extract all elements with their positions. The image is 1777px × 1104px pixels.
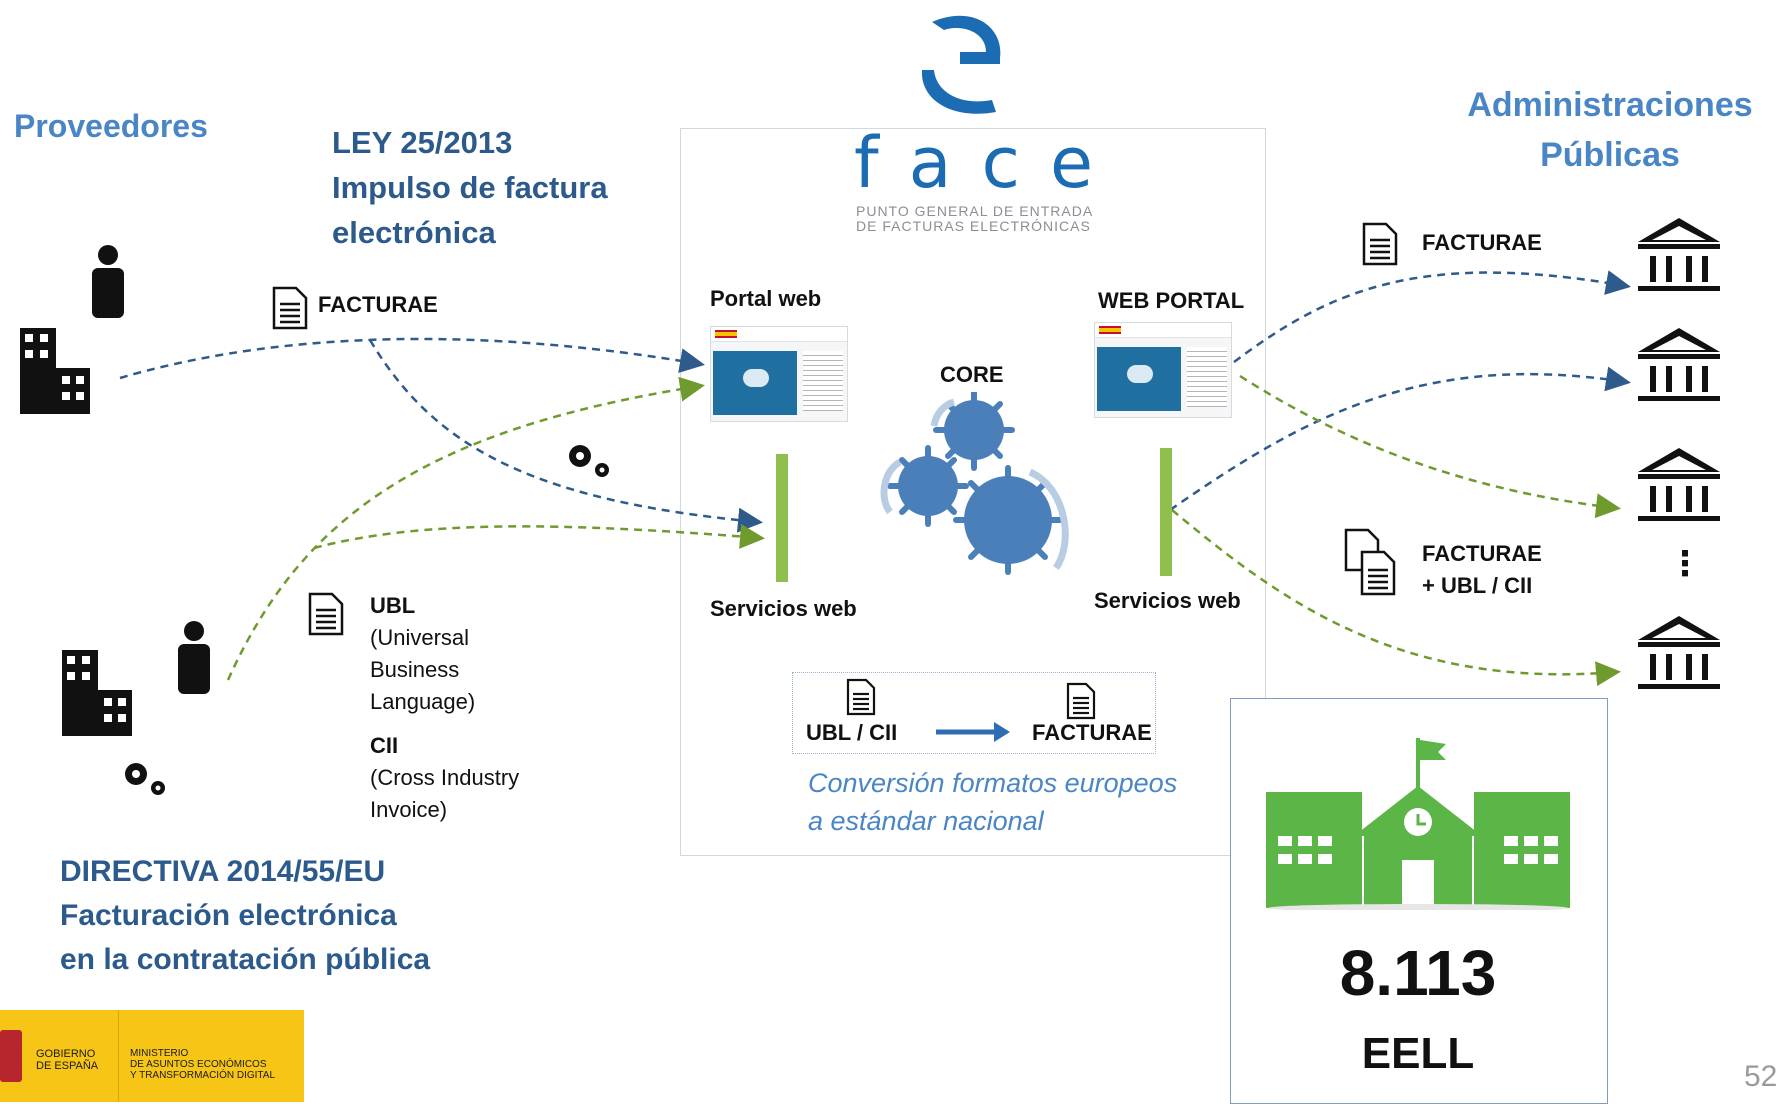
- crest-icon: [0, 1030, 22, 1082]
- ws-bar-right: [1160, 448, 1172, 576]
- conv-caption-line2: a estándar nacional: [808, 806, 1044, 836]
- facturae-left-label: FACTURAE: [318, 292, 438, 317]
- min-line3: Y TRANSFORMACIÓN DIGITAL: [130, 1070, 276, 1081]
- admin-title-line1: Administraciones: [1467, 86, 1753, 124]
- web-portal-label: WEB PORTAL: [1098, 288, 1245, 313]
- conversion-box: [792, 672, 1156, 754]
- document-icon-facturae: [1066, 682, 1096, 720]
- law-text: LEY 25/2013 Impulso de factura electróni…: [332, 120, 608, 255]
- portal-web-label: Portal web: [710, 286, 822, 311]
- admin-title-line2: Públicas: [1540, 136, 1680, 174]
- person-icon: [92, 245, 124, 318]
- ministerio-text: MINISTERIO DE ASUNTOS ECONÓMICOS Y TRANS…: [130, 1048, 275, 1081]
- ubl-title: UBL: [370, 593, 416, 618]
- face-subtitle-line2: DE FACTURAS ELECTRÓNICAS: [856, 218, 1091, 234]
- document-icon: [272, 286, 308, 330]
- face-logo-mark: [921, 15, 1001, 114]
- gears-icon-2: [125, 763, 165, 795]
- cii-desc-2: Invoice): [370, 797, 448, 822]
- arrow-green-to-ws: [313, 523, 765, 550]
- documents-stack-icon: [1344, 528, 1396, 596]
- arrow-ws-to-admin4: [1171, 509, 1621, 687]
- eell-count: 8.113: [1339, 937, 1497, 1009]
- min-line1: MINISTERIO: [130, 1048, 189, 1059]
- ws-bar-left: [776, 454, 788, 582]
- institution-icon-3: [1638, 448, 1720, 521]
- gob-line2: DE ESPAÑA: [36, 1060, 99, 1072]
- institution-icon: [1638, 218, 1720, 291]
- building-icon: [20, 328, 90, 414]
- document-icon-right: [1362, 222, 1398, 266]
- face-logo-subtitle: PUNTO GENERAL DE ENTRADA DE FACTURAS ELE…: [856, 204, 1093, 234]
- ubl-block: UBL (Universal Business Language) CII (C…: [370, 590, 519, 826]
- face-logo-name: face: [854, 122, 1124, 204]
- eell-label: EELL: [1361, 1029, 1475, 1078]
- conv-to-label: FACTURAE: [1032, 720, 1152, 745]
- conv-caption-line1: Conversión formatos europeos: [808, 768, 1178, 798]
- core-gears-icon: [880, 392, 1069, 575]
- min-line2: DE ASUNTOS ECONÓMICOS: [130, 1059, 267, 1070]
- directiva-line2: Facturación electrónica: [60, 899, 397, 932]
- building-icon-2: [62, 650, 132, 736]
- gob-line1: GOBIERNO: [36, 1048, 96, 1060]
- core-label: CORE: [940, 362, 1004, 387]
- conversion-caption: Conversión formatos europeos a estándar …: [808, 764, 1177, 840]
- facturae-right-label: FACTURAE: [1422, 230, 1542, 255]
- face-logo-text: face: [854, 128, 1123, 198]
- document-icon-ubl: [308, 592, 344, 636]
- gob-separator: [118, 1010, 119, 1102]
- institution-icon-4: [1638, 616, 1720, 689]
- cii-title: CII: [370, 733, 399, 758]
- arrow-providers-to-portal: [119, 337, 705, 380]
- gobierno-logo: GOBIERNO DE ESPAÑA MINISTERIO DE ASUNTOS…: [0, 1010, 304, 1102]
- ellipsis-vertical: ⋮: [1668, 545, 1702, 583]
- face-subtitle-line1: PUNTO GENERAL DE ENTRADA: [856, 203, 1094, 219]
- law-line1: LEY 25/2013: [332, 125, 513, 160]
- arrow-portal-to-admin3: [1239, 374, 1621, 519]
- law-line3: electrónica: [332, 215, 496, 250]
- school-icon: [1266, 738, 1570, 910]
- web-portal-thumbnail[interactable]: [1094, 322, 1232, 418]
- gobierno-text: GOBIERNO DE ESPAÑA: [36, 1048, 98, 1072]
- providers-title: Proveedores: [14, 108, 208, 144]
- arrow-green-to-portal: [226, 376, 705, 681]
- arrow-portal-to-admin1: [1233, 270, 1631, 364]
- page-number: 52: [1744, 1060, 1777, 1093]
- document-icon-ubl-cii: [846, 678, 876, 716]
- gears-icon: [569, 445, 609, 477]
- portal-web-thumbnail[interactable]: [710, 326, 848, 422]
- administraciones-title: Administraciones Públicas: [1440, 80, 1777, 180]
- cii-desc-1: (Cross Industry: [370, 765, 520, 790]
- ubl-desc-3: Language): [370, 689, 476, 714]
- servicios-web-left-label: Servicios web: [710, 596, 857, 621]
- directiva-text: DIRECTIVA 2014/55/EU Facturación electró…: [60, 850, 430, 982]
- conv-from-label: UBL / CII: [806, 720, 898, 745]
- facturae-ubl-line2: + UBL / CII: [1422, 573, 1533, 598]
- ubl-desc-1: (Universal: [370, 625, 470, 650]
- facturae-ubl-label: FACTURAE + UBL / CII: [1422, 538, 1542, 602]
- institution-icon-2: [1638, 328, 1720, 401]
- directiva-line3: en la contratación pública: [60, 943, 431, 976]
- person-icon-2: [178, 621, 210, 694]
- arrow-providers-to-ws: [368, 339, 763, 533]
- ubl-desc-2: Business: [370, 657, 460, 682]
- facturae-ubl-line1: FACTURAE: [1422, 541, 1542, 566]
- arrow-ws-to-admin2: [1169, 366, 1631, 512]
- directiva-line1: DIRECTIVA 2014/55/EU: [60, 855, 386, 888]
- servicios-web-right-label: Servicios web: [1094, 588, 1241, 613]
- law-line2: Impulso de factura: [332, 170, 608, 205]
